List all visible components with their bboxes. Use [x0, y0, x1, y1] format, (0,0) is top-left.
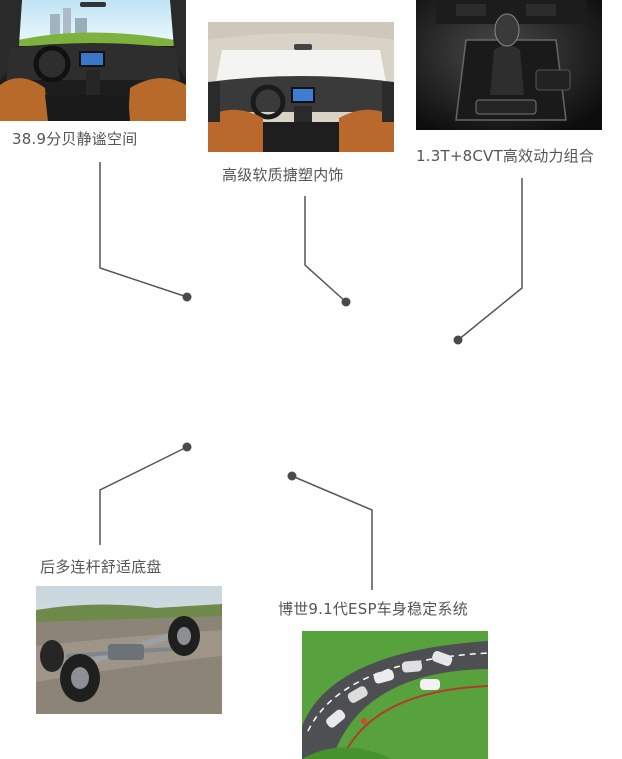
- connector-line-1: [99, 162, 188, 298]
- connector-dot-5: [287, 471, 297, 481]
- feature-label-esp: 博世9.1代ESP车身稳定系统: [278, 600, 468, 618]
- gear-shifter-photo: [416, 0, 602, 130]
- feature-label-powertrain: 1.3T+8CVT高效动力组合: [416, 147, 595, 165]
- connector-line-2: [304, 196, 347, 303]
- connector-dot-4: [182, 442, 192, 452]
- connector-line-5: [291, 475, 373, 590]
- connector-line-3: [457, 178, 523, 341]
- connector-line-4: [99, 446, 188, 545]
- connector-dot-2: [341, 297, 351, 307]
- chassis-photo: [36, 586, 222, 714]
- connector-dot-3: [453, 335, 463, 345]
- esp-photo: [302, 631, 488, 759]
- feature-label-chassis: 后多连杆舒适底盘: [40, 558, 162, 576]
- quiet-cabin-photo: [0, 0, 186, 121]
- connector-dot-1: [182, 292, 192, 302]
- soft-interior-photo: [208, 22, 394, 152]
- feature-label-soft-interior: 高级软质搪塑内饰: [222, 166, 344, 184]
- feature-label-quiet-cabin: 38.9分贝静谧空间: [12, 130, 138, 148]
